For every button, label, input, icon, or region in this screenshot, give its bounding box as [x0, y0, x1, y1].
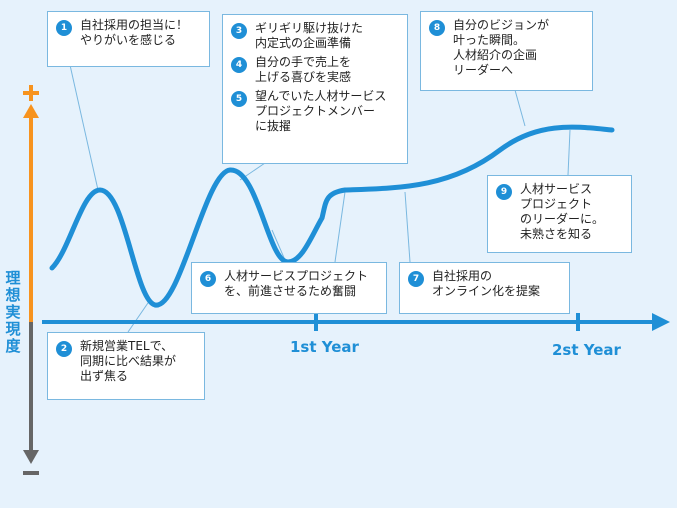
note-text: 望んでいた人材サービス プロジェクトメンバー に抜擢 [255, 89, 387, 133]
note-box-8: 8 自分のビジョンが 叶った瞬間。 人材紹介の企画 リーダーへ [420, 11, 593, 91]
leader-line-7 [404, 191, 411, 263]
note-box-2: 2 新規営業TELで、 同期に比べ結果が 出ず焦る [47, 332, 205, 400]
note-text: 自社採用の担当に！ やりがいを感じる [80, 18, 189, 47]
tick-label-2st-year: 2st Year [552, 341, 621, 359]
leader-line-8 [514, 89, 526, 127]
note-number-badge: 6 [200, 271, 216, 287]
note-number-badge: 2 [56, 341, 72, 357]
note-text: 人材サービスプロジェクト を、前進させるため奮闘 [224, 269, 369, 298]
note-number-badge: 7 [408, 271, 424, 287]
note-item: 7 自社採用の オンライン化を提案 [408, 269, 561, 299]
leader-line-1 [69, 64, 99, 191]
note-number-badge: 5 [231, 91, 247, 107]
note-box-3-5: 3 ギリギリ駆け抜けた 内定式の企画準備 4 自分の手で売上を 上げる喜びを実感… [222, 14, 408, 164]
vertical-axis-label: 理想実現度 [5, 269, 21, 355]
time-arrow-icon [652, 313, 670, 331]
note-number-badge: 9 [496, 184, 512, 200]
note-box-7: 7 自社採用の オンライン化を提案 [399, 262, 570, 314]
note-text: 自分の手で売上を 上げる喜びを実感 [255, 55, 352, 84]
leader-line-6 [271, 229, 286, 261]
note-text: 自社採用の オンライン化を提案 [432, 269, 541, 298]
note-item: 6 人材サービスプロジェクト を、前進させるため奮闘 [200, 269, 378, 299]
leader-line-9 [567, 129, 571, 176]
note-item: 1 自社採用の担当に！ やりがいを感じる [56, 18, 201, 48]
note-box-9: 9 人材サービス プロジェクト のリーダーに。 未熟さを知る [487, 175, 632, 253]
note-item: 9 人材サービス プロジェクト のリーダーに。 未熟さを知る [496, 182, 623, 242]
note-text: 新規営業TELで、 同期に比べ結果が 出ず焦る [80, 339, 177, 383]
minus-sign [23, 471, 39, 475]
note-box-6: 6 人材サービスプロジェクト を、前進させるため奮闘 [191, 262, 387, 314]
note-number-badge: 3 [231, 23, 247, 39]
tick-label-1st-year: 1st Year [290, 338, 359, 356]
note-item: 3 ギリギリ駆け抜けた 内定式の企画準備 [231, 21, 399, 51]
note-item: 4 自分の手で売上を 上げる喜びを実感 [231, 55, 399, 85]
note-number-badge: 4 [231, 57, 247, 73]
note-number-badge: 8 [429, 20, 445, 36]
plus-sign-v [29, 85, 33, 101]
minus-arrow-icon [23, 450, 39, 464]
note-box-1: 1 自社採用の担当に！ やりがいを感じる [47, 11, 210, 67]
note-item: 2 新規営業TELで、 同期に比べ結果が 出ず焦る [56, 339, 196, 384]
note-text: 自分のビジョンが 叶った瞬間。 人材紹介の企画 リーダーへ [453, 18, 550, 77]
leader-line-2 [127, 299, 151, 333]
leader-line-6b [334, 191, 346, 263]
note-item: 8 自分のビジョンが 叶った瞬間。 人材紹介の企画 リーダーへ [429, 18, 584, 78]
note-text: 人材サービス プロジェクト のリーダーに。 未熟さを知る [520, 182, 605, 241]
ideal-achievement-curve [49, 124, 615, 308]
note-number-badge: 1 [56, 20, 72, 36]
note-item: 5 望んでいた人材サービス プロジェクトメンバー に抜擢 [231, 89, 399, 134]
note-text: ギリギリ駆け抜けた 内定式の企画準備 [255, 21, 364, 50]
plus-arrow-icon [23, 104, 39, 118]
